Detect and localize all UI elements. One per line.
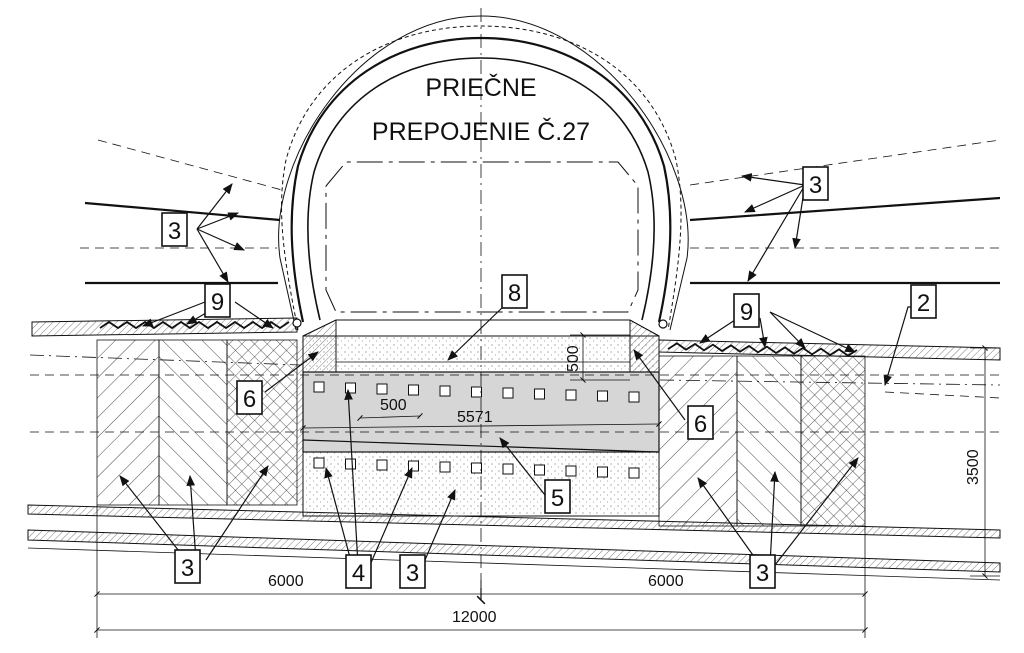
ground-surface: [31, 317, 1001, 361]
svg-text:4: 4: [352, 560, 365, 587]
dim-500-spacing: 500: [380, 397, 407, 414]
anchor-hole: [565, 389, 577, 401]
anchor-hole: [597, 466, 608, 478]
callout-3-upper-left: 3: [161, 212, 188, 247]
callout-9-left: 9: [204, 283, 231, 318]
tunnel-vault: [278, 8, 689, 588]
svg-text:3: 3: [168, 218, 181, 245]
anchor-hole: [313, 381, 325, 393]
anchor-hole: [345, 382, 356, 394]
dim-6000-right: 6000: [648, 573, 684, 590]
anchor-hole: [408, 384, 419, 396]
dim-12000: 12000: [452, 609, 497, 626]
callout-8: 8: [501, 274, 528, 309]
anchor-hole: [439, 461, 451, 473]
anchor-hole: [597, 390, 608, 402]
svg-text:3: 3: [181, 555, 194, 582]
callout-3-bottom-right: 3: [749, 554, 776, 589]
anchor-hole: [313, 457, 325, 469]
anchor-hole: [502, 463, 514, 475]
callout-3-upper-right: 3: [802, 166, 829, 201]
anchor-hole: [408, 460, 419, 472]
callout-2: 2: [910, 284, 937, 319]
svg-text:5: 5: [551, 485, 564, 512]
svg-text:3: 3: [756, 560, 769, 587]
svg-text:3: 3: [406, 560, 419, 587]
title-line-1: PRIEČNE: [425, 73, 536, 102]
svg-text:2: 2: [917, 290, 930, 317]
dim-500-vertical: 500: [565, 345, 582, 372]
svg-text:9: 9: [211, 289, 224, 316]
title-line-2: PREPOJENIE Č.27: [372, 117, 590, 146]
anchor-hole: [345, 458, 356, 470]
callout-5: 5: [544, 479, 571, 514]
svg-text:8: 8: [508, 280, 521, 307]
anchor-hole: [628, 467, 640, 479]
anchor-holes: [313, 381, 640, 479]
dim-6000-left: 6000: [268, 573, 304, 590]
anchor-hole: [565, 465, 577, 477]
anchor-hole: [376, 459, 388, 471]
reference-lines: [29, 139, 1001, 433]
dim-3500: 3500: [965, 449, 982, 485]
svg-text:9: 9: [740, 299, 753, 326]
dimension-lines: [94, 332, 1000, 638]
callout-3-bottom-center: 3: [399, 554, 426, 589]
anchor-hole: [471, 386, 482, 398]
dim-5571: 5571: [457, 409, 493, 426]
callout-3-bottom-left: 3: [174, 549, 201, 584]
leader-lines: [119, 173, 920, 566]
callout-9-right: 9: [733, 293, 760, 328]
anchor-hole: [502, 387, 514, 399]
callout-4: 4: [345, 554, 372, 589]
rock-anchors: [84, 196, 1001, 285]
anchor-hole: [628, 391, 640, 403]
anchor-hole: [439, 385, 451, 397]
callout-6-left: 6: [236, 380, 263, 415]
anchor-hole: [471, 462, 482, 474]
svg-text:6: 6: [243, 386, 256, 413]
callout-6-right: 6: [687, 405, 714, 440]
anchor-hole: [534, 388, 545, 400]
svg-text:6: 6: [694, 411, 707, 438]
soil-blocks: [96, 339, 866, 527]
anchor-hole: [534, 464, 545, 476]
svg-text:3: 3: [809, 172, 822, 199]
anchor-hole: [376, 383, 388, 395]
